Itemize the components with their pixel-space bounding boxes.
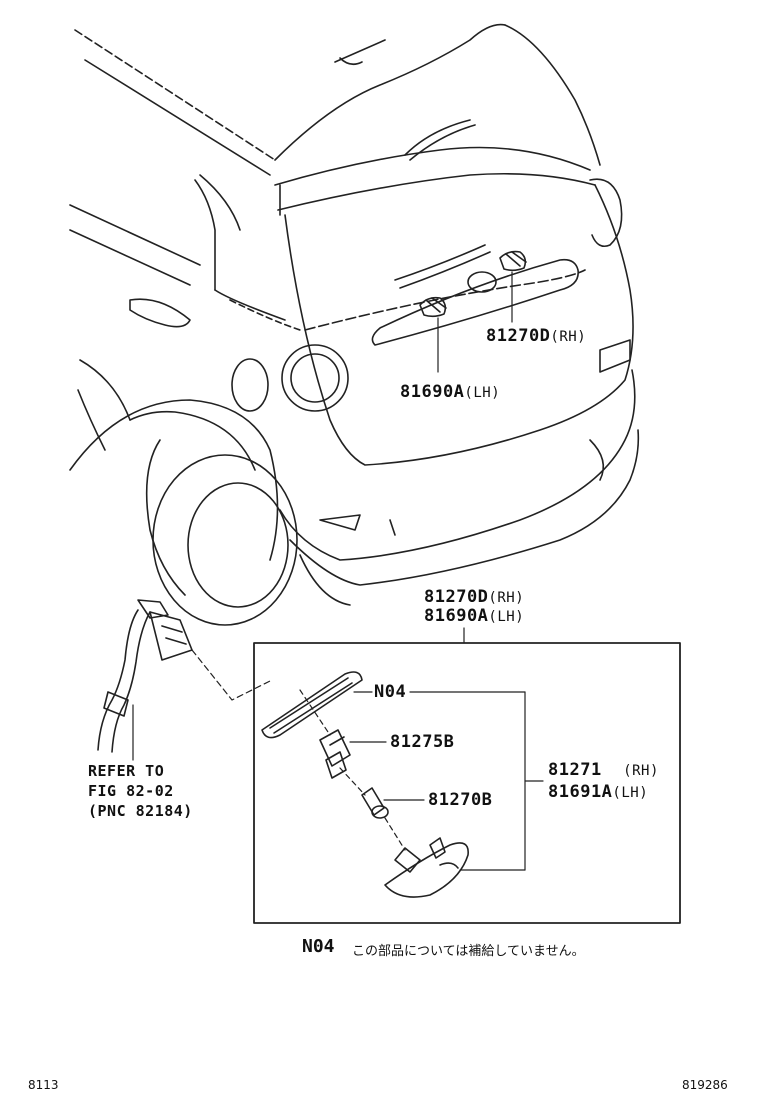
side-label: (LH) <box>612 785 649 801</box>
part-number: 81270D <box>486 326 551 346</box>
footer-left: 8113 <box>28 1078 59 1092</box>
parts-box <box>253 642 681 924</box>
bulb <box>361 787 389 819</box>
callout-81275b: 81275B <box>390 732 455 752</box>
part-number: 81270D <box>424 587 489 607</box>
footer-right: 819286 <box>682 1078 728 1092</box>
note-code: N04 <box>302 936 335 957</box>
side-label: (LH) <box>488 609 525 625</box>
callout-81691a-lh: 81691A(LH) <box>548 782 648 802</box>
wire-harness-connector <box>97 599 193 761</box>
car-license-lamp-rh <box>499 250 527 272</box>
box-header-rh: 81270D(RH) <box>424 587 524 607</box>
box-header-lh: 81690A(LH) <box>424 606 524 626</box>
refer-line-2: FIG 82-02 <box>88 782 174 800</box>
license-lamp-lens <box>261 671 363 739</box>
side-label: (LH) <box>464 385 501 401</box>
note-text: この部品については補給していません。 <box>352 944 585 959</box>
part-number: 81690A <box>424 606 489 626</box>
callout-81270b: 81270B <box>428 790 493 810</box>
callout-81270d-rh: 81270D(RH) <box>486 326 586 346</box>
car-license-lamp-lh <box>419 296 447 318</box>
refer-line-1: REFER TO <box>88 762 165 780</box>
part-number: 81691A <box>548 782 613 802</box>
side-label: (RH) <box>488 590 525 606</box>
refer-line-3: (PNC 82184) <box>88 802 193 820</box>
callout-81271-rh: 81271 (RH) <box>548 760 659 780</box>
callout-81690a-lh: 81690A(LH) <box>400 382 500 402</box>
side-label: (RH) <box>623 763 659 779</box>
connection-dashed-line <box>191 649 273 701</box>
bulb-socket <box>319 729 351 779</box>
side-label: (RH) <box>550 329 587 345</box>
part-number: 81271 <box>548 760 602 780</box>
car-rear-illustration <box>69 23 640 626</box>
lamp-housing <box>384 837 469 898</box>
part-number: 81690A <box>400 382 465 402</box>
callout-n04: N04 <box>374 682 407 702</box>
